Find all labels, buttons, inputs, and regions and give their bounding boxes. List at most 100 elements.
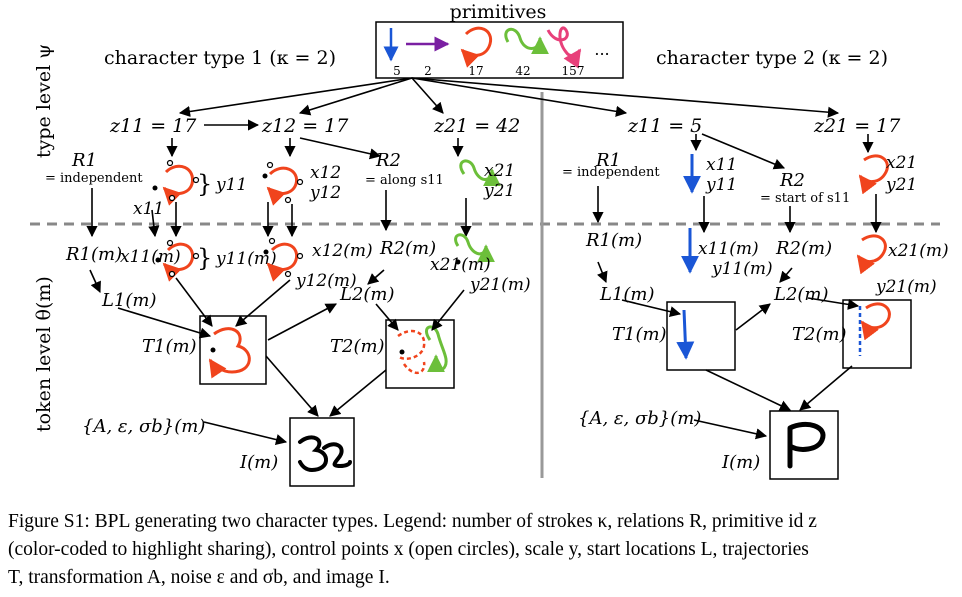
t1-z12: z12 = 17: [261, 115, 349, 137]
t1-image-box: [289, 417, 355, 487]
t1-type-arrows: [86, 137, 472, 238]
primitive-id-157: 157: [562, 64, 585, 78]
t2-y11: y11: [705, 175, 737, 195]
t2-Aeps: {A, ε, σb}(m): [578, 408, 701, 429]
t1-start-dot-2: [262, 173, 268, 179]
t1-R2m: R2(m): [379, 238, 436, 259]
t1-T1m: T1(m): [142, 336, 197, 357]
t1-L2m: L2(m): [339, 284, 395, 305]
t1-x11: x11: [133, 199, 164, 219]
t1-token-arrows: [89, 269, 465, 446]
t2-y21m: y21(m): [875, 277, 937, 297]
t1-L1m: L1(m): [101, 290, 157, 311]
t1-y12m: y12(m): [295, 271, 357, 291]
t1-stroke-1-icon: [162, 164, 195, 206]
primitive-id-5: 5: [393, 64, 401, 78]
t2-z11: z11 = 5: [627, 115, 702, 137]
t1-T2-trajectory-icon: [425, 325, 448, 373]
t2-R1-val: = independent: [562, 165, 660, 180]
t1-token-dot-2: [263, 249, 269, 255]
t2-type-arrows: [592, 133, 882, 234]
t1-T1-trajectory-icon: [208, 327, 251, 379]
t2-T2m: T2(m): [792, 324, 847, 345]
primitive-id-2: 2: [424, 64, 432, 78]
t1-Im: I(m): [239, 452, 278, 473]
caption-line-2: (color-coded to highlight sharing), cont…: [8, 539, 809, 560]
t2-z21: z21 = 17: [813, 115, 901, 137]
figure-caption: Figure S1: BPL generating two character …: [8, 508, 958, 592]
t1-T2-prev-stroke-b-icon: [402, 361, 426, 374]
primitive-stroke-17: [460, 26, 493, 68]
t2-R1m: R1(m): [585, 230, 642, 251]
t1-R2: R2: [375, 150, 401, 171]
t1-T2-box: [385, 319, 455, 389]
primitive-ellipsis: ...: [594, 40, 609, 59]
t1-brace-1: }: [197, 170, 212, 198]
t2-T1m: T1(m): [612, 324, 667, 345]
t1-token-brace-1: }: [197, 244, 212, 272]
t2-x11m: x11(m): [698, 239, 759, 259]
primitive-stroke-42: [504, 27, 549, 55]
type-level-label: type level ψ: [33, 44, 55, 158]
t1-y11m: y11(m): [215, 249, 277, 269]
primitives-label: primitives: [450, 1, 547, 23]
primitive-id-17: 17: [468, 64, 483, 78]
t1-token-control-points-1: [166, 239, 200, 278]
primitive-id-42: 42: [515, 64, 530, 78]
t1-token-stroke-3-icon: [454, 233, 495, 263]
t1-R1-val: = independent: [45, 171, 143, 186]
t1-x21m: x21(m): [430, 255, 491, 275]
token-level-label: token level θ(m): [33, 276, 55, 432]
t2-y21: y21: [885, 175, 917, 195]
t1-R1m: R1(m): [65, 244, 122, 265]
char-type-2-label: character type 2 (κ = 2): [656, 47, 888, 69]
t2-R2m: R2(m): [775, 238, 832, 259]
t2-Im: I(m): [721, 452, 760, 473]
t1-T2-prev-stroke-icon: [397, 329, 426, 360]
t1-x11m: x11(m): [120, 247, 181, 267]
t2-R2-val: = start of s11: [760, 191, 850, 206]
t2-token-stroke-2-icon: [856, 234, 887, 275]
t2-R1: R1: [595, 150, 621, 171]
t1-y21m: y21(m): [469, 275, 531, 295]
caption-line-1: Figure S1: BPL generating two character …: [8, 511, 817, 532]
t1-token-stroke-2-icon: [266, 242, 299, 282]
t1-z11: z11 = 17: [109, 115, 197, 137]
t1-x12m: x12(m): [312, 241, 373, 261]
t2-T2-trajectory-icon: [860, 302, 891, 341]
t2-x11: x11: [706, 155, 737, 175]
t2-x21m: x21(m): [888, 241, 949, 261]
t1-y11: y11: [215, 175, 247, 195]
t2-stroke-2-icon: [858, 154, 889, 195]
t2-image-box: [769, 410, 839, 480]
primitive-stroke-157: [546, 26, 582, 69]
t2-token-arrows: [597, 261, 860, 440]
t1-T2m: T2(m): [330, 336, 385, 357]
t1-control-points-1: [166, 159, 200, 202]
t1-stroke-3-icon: [459, 159, 501, 187]
t1-token-dot-1: [155, 257, 161, 263]
t2-T2-box: [842, 299, 912, 369]
t1-T1-box: [199, 315, 267, 385]
t2-T1-box: [666, 301, 736, 371]
t1-y21: y21: [483, 181, 515, 201]
t1-T1-dot: [210, 347, 216, 353]
t1-R1: R1: [71, 150, 97, 171]
t1-y12: y12: [309, 183, 341, 203]
t1-z21: z21 = 42: [433, 115, 520, 137]
primitive-arrows: [178, 77, 840, 118]
t1-stroke-2-icon: [266, 166, 299, 206]
t1-token-control-points-2: [268, 237, 304, 278]
t1-start-dot-1: [152, 185, 158, 191]
t2-L2m: L2(m): [773, 284, 829, 305]
t1-T2-dot: [399, 349, 405, 355]
t1-Aeps: {A, ε, σb}(m): [82, 416, 205, 437]
t2-image-glyph-icon: [787, 422, 826, 469]
t1-control-points-2: [266, 161, 304, 204]
t2-y11m: y11(m): [711, 259, 773, 279]
t2-L1m: L1(m): [599, 284, 655, 305]
t1-token-stroke-1-icon: [162, 242, 195, 282]
t1-R2-val: = along s11: [365, 173, 444, 188]
